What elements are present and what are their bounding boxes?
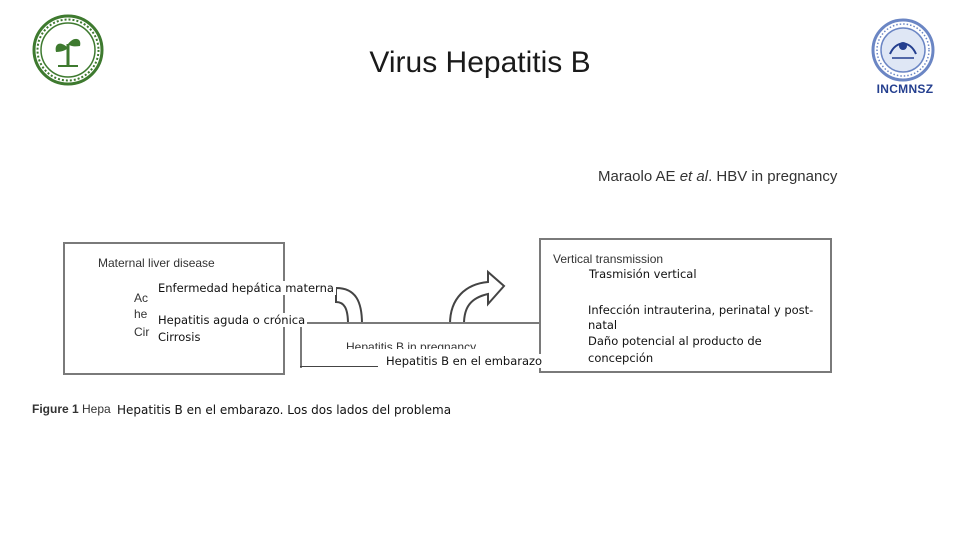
mid-box-overlay: Hepatitis B en el embarazo xyxy=(384,354,545,368)
curved-arrow-right-icon xyxy=(448,269,506,325)
right-box-overlay-line-1: Infección intrauterina, perinatal y post… xyxy=(588,303,814,317)
citation-prefix: Maraolo AE xyxy=(598,168,680,185)
left-box-fragment-1: Ac xyxy=(134,291,149,305)
left-box-fragment-3: Cir xyxy=(134,325,150,339)
left-box-header: Maternal liver disease xyxy=(98,256,215,270)
caption-fragment: Hepa xyxy=(82,402,111,416)
citation-italic: et al xyxy=(679,168,709,185)
figure-citation: Maraolo AE et al. HBV in pregnancy xyxy=(598,168,837,185)
figure-arrows xyxy=(335,269,506,325)
left-box-overlay-line-2: Cirrosis xyxy=(156,330,203,344)
university-seal-logo xyxy=(32,14,104,86)
mid-box-underline-left xyxy=(300,366,378,367)
mid-box-header: Hepatitis B in pregnancy xyxy=(346,340,477,349)
left-box-overlay-line-1: Hepatitis aguda o crónica xyxy=(156,313,308,327)
right-box-overlay-line-4: concepción xyxy=(588,351,654,365)
right-box-overlay-title: Trasmisión vertical xyxy=(589,267,697,281)
institution-label: INCMNSZ xyxy=(876,82,934,96)
right-box-header: Vertical transmission xyxy=(553,252,664,266)
figure-label: Figure 1 xyxy=(32,402,79,416)
figure-caption: Hepatitis B en el embarazo. Los dos lado… xyxy=(117,403,452,417)
citation-suffix: . HBV in pregnancy xyxy=(708,168,838,185)
slide-title: Virus Hepatitis B xyxy=(369,46,591,79)
maternal-liver-disease-box xyxy=(63,242,285,375)
curved-arrow-left-icon xyxy=(335,286,364,325)
incmnsz-seal-logo xyxy=(868,18,938,82)
left-box-fragment-2: he xyxy=(134,307,148,321)
left-box-overlay-title: Enfermedad hepática materna xyxy=(156,281,336,295)
right-box-overlay-line-3: Daño potencial al producto de xyxy=(588,334,762,348)
right-box-overlay-line-2: natal xyxy=(588,318,618,332)
